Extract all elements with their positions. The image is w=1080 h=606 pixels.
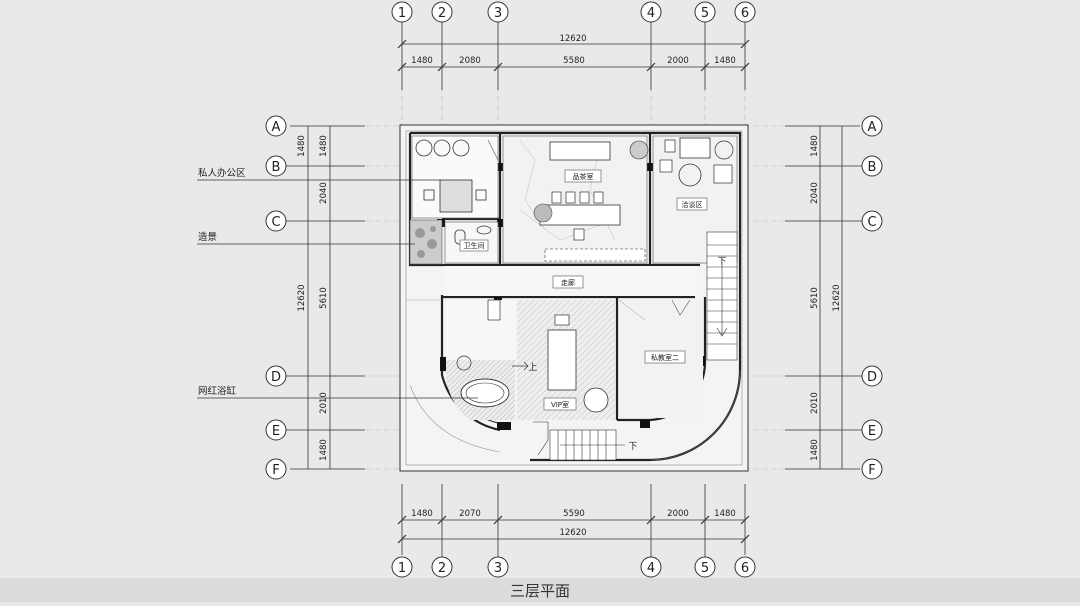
column-label-top-6: 6 <box>741 6 749 21</box>
corridor <box>444 266 698 296</box>
left-dim-1b: 1480 <box>319 135 329 157</box>
negotiation-label: 洽谈区 <box>682 200 703 209</box>
row-label-right-D: D <box>867 370 877 385</box>
row-label-right-B: B <box>868 160 877 175</box>
row-label-right-C: C <box>867 215 876 230</box>
bathroom-room <box>444 221 499 264</box>
staircase-bottom <box>533 421 625 461</box>
vip-room-label: VIP室 <box>551 400 569 409</box>
right-dim-2: 2040 <box>810 182 820 204</box>
column-bubbles-top <box>391 1 756 23</box>
column-label-bottom-4: 4 <box>647 561 655 576</box>
left-dim-2: 2040 <box>319 182 329 204</box>
column-label-top-4: 4 <box>647 6 655 21</box>
bottom-dim-2: 2070 <box>459 509 481 519</box>
callout-private-office: 私人办公区 <box>198 167 246 179</box>
landscape-feature <box>409 219 443 265</box>
row-label-left-C: C <box>271 215 280 230</box>
tea-room-label: 品茶室 <box>573 172 594 181</box>
bottom-dim-3: 5590 <box>563 509 585 519</box>
bathtub-room <box>445 299 529 420</box>
dimension-ticks <box>397 39 750 544</box>
column-label-bottom-1: 1 <box>398 561 406 576</box>
callout-bathtub: 网红浴缸 <box>198 385 237 397</box>
right-dim-3: 5610 <box>810 287 820 309</box>
row-label-left-F: F <box>272 463 279 478</box>
column-bubbles-bottom <box>391 556 756 578</box>
private-room-label: 私教室二 <box>651 353 679 362</box>
caption-bar <box>0 578 1080 602</box>
right-dim-5: 1480 <box>810 439 820 461</box>
column-label-top-5: 5 <box>701 6 709 21</box>
negotiation-area <box>652 135 738 264</box>
corridor-label: 走廊 <box>561 278 575 287</box>
staircase-right <box>706 231 738 361</box>
top-dim-3: 5580 <box>563 56 585 66</box>
column-label-bottom-5: 5 <box>701 561 709 576</box>
tea-room <box>502 135 649 264</box>
column-label-bottom-2: 2 <box>438 561 446 576</box>
row-label-left-A: A <box>272 120 281 135</box>
column-label-bottom-6: 6 <box>741 561 749 576</box>
right-total-dim: 12620 <box>832 284 842 311</box>
top-dim-2: 2080 <box>459 56 481 66</box>
row-label-left-D: D <box>271 370 281 385</box>
bottom-dim-4: 2000 <box>667 509 689 519</box>
vip-room <box>517 300 615 420</box>
private-office-room <box>411 135 499 219</box>
column-label-top-3: 3 <box>494 6 502 21</box>
right-dim-4: 2010 <box>810 392 820 414</box>
row-label-left-B: B <box>272 160 281 175</box>
stair-up-label: 上 <box>528 362 537 373</box>
top-total-dim: 12620 <box>559 34 586 44</box>
row-label-right-A: A <box>868 120 877 135</box>
top-dim-1: 1480 <box>411 56 433 66</box>
stair-right-down-label: 下 <box>717 257 726 267</box>
bottom-dim-5: 1480 <box>714 509 736 519</box>
left-dim-3: 5610 <box>319 287 329 309</box>
row-label-right-F: F <box>868 463 875 478</box>
row-label-left-E: E <box>272 424 280 439</box>
right-dim-1: 1480 <box>810 135 820 157</box>
bottom-dim-1: 1480 <box>411 509 433 519</box>
bathroom-label: 卫生间 <box>464 241 485 250</box>
callout-landscape: 造景 <box>198 231 217 243</box>
stair-bottom-down-label: 下 <box>628 442 637 452</box>
top-dim-4: 2000 <box>667 56 689 66</box>
row-label-right-E: E <box>868 424 876 439</box>
left-total-dim: 12620 <box>297 284 307 311</box>
drawing-title: 三层平面 <box>509 582 570 600</box>
bottom-total-dim: 12620 <box>559 528 586 538</box>
column-label-bottom-3: 3 <box>494 561 502 576</box>
top-dim-5: 1480 <box>714 56 736 66</box>
column-label-top-1: 1 <box>398 6 406 21</box>
left-dim-5: 1480 <box>319 439 329 461</box>
callout-leaders <box>197 179 478 399</box>
column-label-top-2: 2 <box>438 6 446 21</box>
left-dim-4: 2010 <box>319 392 329 414</box>
slab-inner-outline <box>405 130 743 466</box>
left-dim-1: 1480 <box>297 135 307 157</box>
private-room-two <box>618 299 703 418</box>
